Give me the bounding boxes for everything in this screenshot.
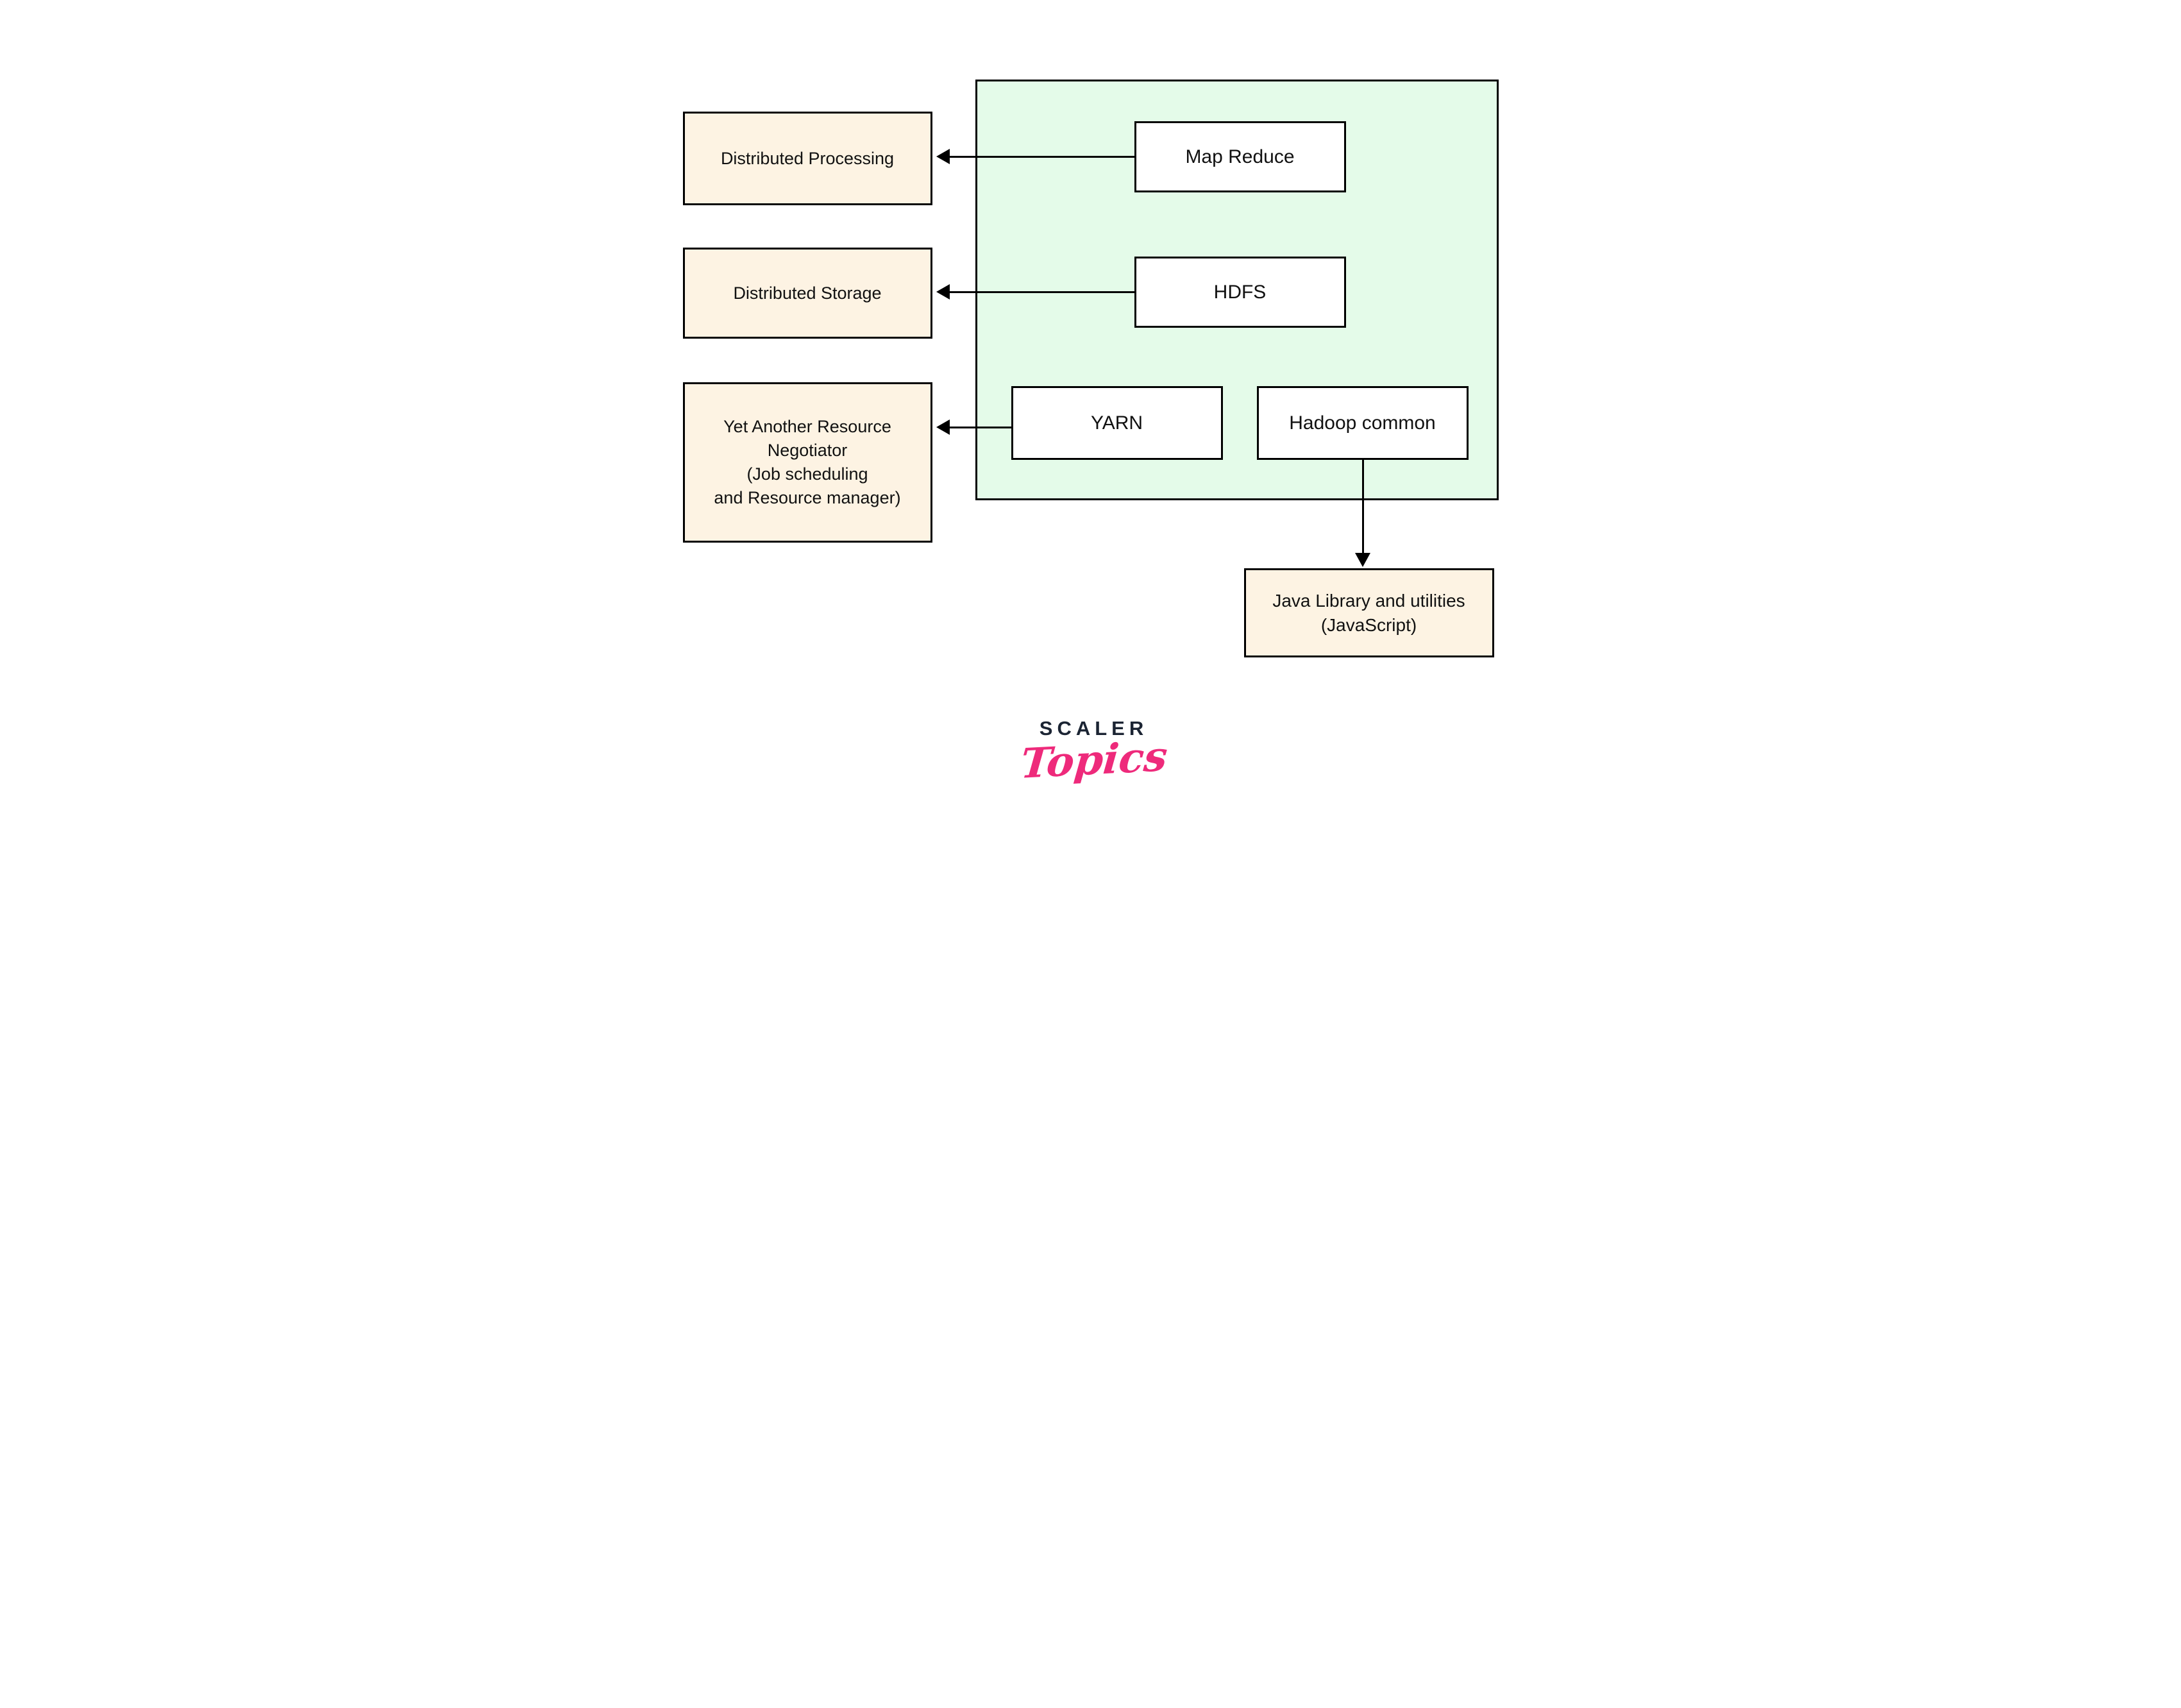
yarn-description-line: and Resource manager) [714,488,901,507]
distributed-storage-label: Distributed Storage [733,283,882,303]
mapreduce-label: Map Reduce [1185,146,1295,167]
yarn-label: YARN [1090,412,1143,434]
java-library-box: Java Library and utilities (JavaScript) [1243,568,1494,657]
yarn-description-line: Yet Another Resource [723,417,891,436]
yarn-description-box: Yet Another Resource Negotiator (Job sch… [682,382,932,543]
arrow-line [948,156,1134,158]
scaler-logo: SCALER Topics [1018,717,1169,788]
distributed-storage-box: Distributed Storage [682,248,932,339]
hadoop-common-box: Hadoop common [1256,386,1469,460]
java-library-line: Java Library and utilities [1272,590,1465,611]
distributed-processing-box: Distributed Processing [682,112,932,205]
arrow-line [948,291,1134,293]
hadoop-common-label: Hadoop common [1289,412,1436,434]
arrow-line [1361,460,1364,553]
left-arrowhead-icon [936,149,950,164]
scaler-wordmark: SCALER [1039,717,1149,740]
yarn-description-line: (Job scheduling [746,464,868,484]
arrow-line [948,427,1011,428]
hdfs-label: HDFS [1213,281,1267,303]
hdfs-box: HDFS [1134,257,1346,328]
yarn-box: YARN [1011,386,1223,460]
yarn-description-line: Negotiator [767,441,848,460]
hadoop-architecture-diagram: Map Reduce HDFS YARN Hadoop common Distr… [545,0,1636,854]
down-arrowhead-icon [1354,553,1370,567]
distributed-processing-label: Distributed Processing [720,148,895,168]
mapreduce-box: Map Reduce [1134,121,1346,192]
left-arrowhead-icon [936,284,950,300]
java-library-line: (JavaScript) [1320,614,1417,635]
left-arrowhead-icon [936,419,950,435]
topics-wordmark: Topics [1018,732,1169,788]
